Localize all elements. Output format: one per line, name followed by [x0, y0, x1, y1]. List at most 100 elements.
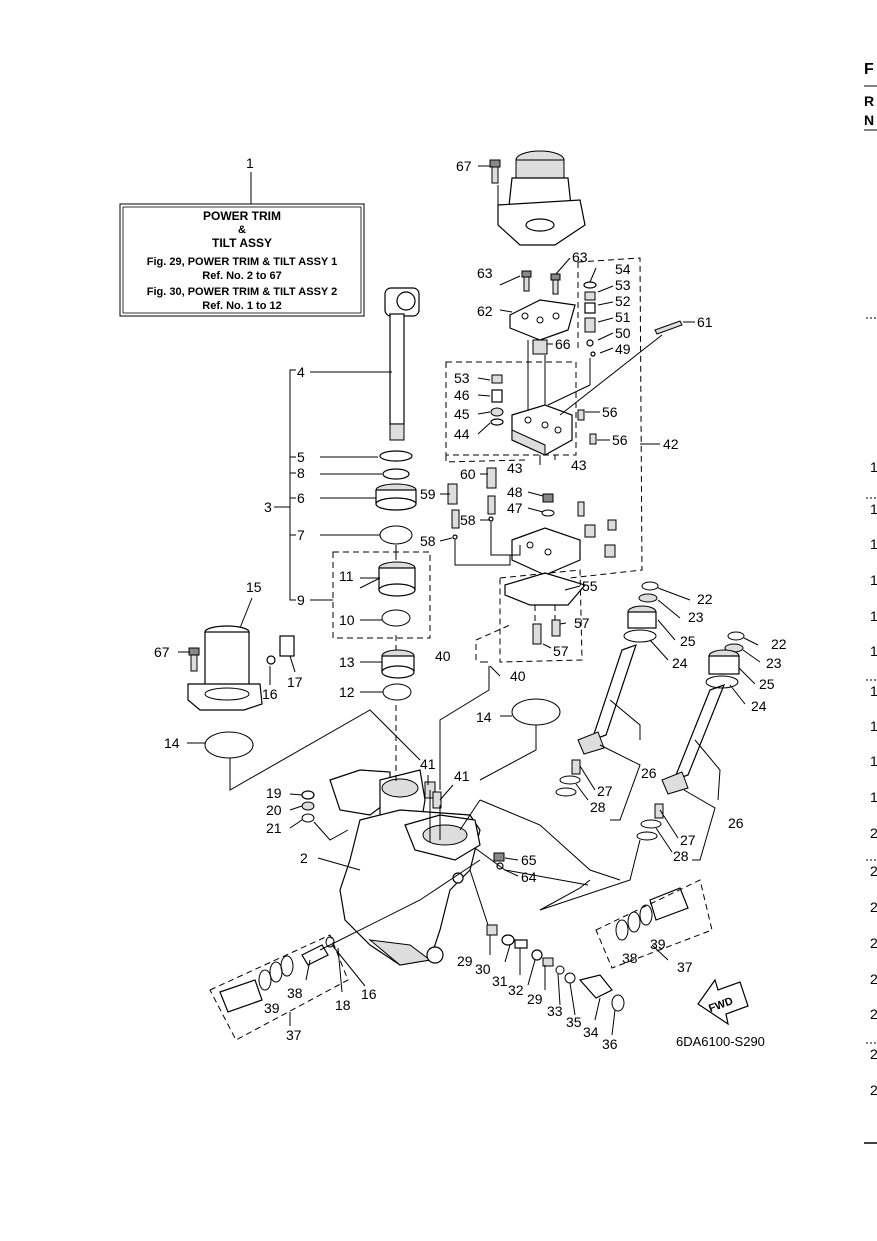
callout-line-6: Fig. 30, POWER TRIM & TILT ASSY 2	[147, 286, 337, 298]
right-edge-fragments: F R N 1 1 1 1 1 1 1 1 1 1 2 2 2 2 2 2 2 …	[864, 61, 877, 1144]
ref-label-54: 54	[615, 261, 631, 277]
ref-label-25: 25	[680, 633, 696, 649]
leader-lines	[178, 165, 761, 1041]
edge-number: 1	[870, 789, 877, 805]
rings-5-8-6-7	[375, 450, 417, 545]
ref-label-23: 23	[688, 609, 704, 625]
ref-label-47: 47	[507, 500, 523, 516]
edge-number: 1	[870, 536, 877, 552]
callout-line-7: Ref. No. 1 to 12	[202, 300, 281, 312]
callout-line-3: TILT ASSY	[212, 236, 272, 250]
ref-label-4: 4	[297, 364, 305, 380]
cylinder-caps-22-25	[623, 581, 745, 689]
ref-label-41: 41	[420, 756, 436, 772]
ref-label-7: 7	[297, 527, 305, 543]
ref-label-38: 38	[622, 950, 638, 966]
edge-number: 1	[870, 608, 877, 624]
edge-number: 1	[870, 459, 877, 475]
ref-label-18: 18	[335, 997, 351, 1013]
ref-label-33: 33	[547, 1003, 563, 1019]
manifold-55	[504, 501, 617, 645]
ref-label-53: 53	[615, 277, 631, 293]
ref-label-44: 44	[454, 426, 470, 442]
ref-label-34: 34	[583, 1024, 599, 1040]
seal-kit-37-left	[219, 936, 335, 1013]
o-rings-14	[204, 698, 561, 759]
ref-label-58: 58	[420, 533, 436, 549]
ref-label-39: 39	[264, 1000, 280, 1016]
ref-label-35: 35	[566, 1014, 582, 1030]
trim-motor	[497, 150, 586, 246]
ref-label-56: 56	[602, 404, 618, 420]
ref-label-15: 15	[246, 579, 262, 595]
ref-label-40: 40	[435, 648, 451, 664]
ref-label-3: 3	[264, 499, 272, 515]
edge-number: 1	[870, 501, 877, 517]
ref-label-28: 28	[673, 848, 689, 864]
ref-label-63: 63	[477, 265, 493, 281]
ref-label-56: 56	[612, 432, 628, 448]
group-outlines	[332, 257, 643, 663]
ref-label-26: 26	[728, 815, 744, 831]
callout-line-1: POWER TRIM	[203, 209, 281, 223]
ref-label-5: 5	[297, 449, 305, 465]
ref-label-38: 38	[287, 985, 303, 1001]
ref-label-8: 8	[297, 465, 305, 481]
edge-number: 1	[870, 683, 877, 699]
ref-label-10: 10	[339, 612, 355, 628]
main-housing-2	[329, 769, 481, 966]
edge-number: 1	[870, 718, 877, 734]
ref-label-63: 63	[572, 249, 588, 265]
tilt-rod-4	[384, 287, 420, 441]
edge-number: 2	[870, 863, 877, 879]
ref-label-31: 31	[492, 973, 508, 989]
ref-label-28: 28	[590, 799, 606, 815]
ref-label-45: 45	[454, 406, 470, 422]
ref-label-26: 26	[641, 765, 657, 781]
forward-arrow: FWD	[697, 978, 749, 1026]
ref-label-23: 23	[766, 655, 782, 671]
ref-label-53: 53	[454, 370, 470, 386]
ref-label-27: 27	[597, 783, 613, 799]
ref-label-51: 51	[615, 309, 631, 325]
edge-fragment: R	[864, 93, 874, 109]
reservoir-15	[187, 625, 295, 711]
ref-label-43: 43	[571, 457, 587, 473]
edge-number: 2	[870, 1082, 877, 1098]
plate-62	[509, 299, 576, 355]
valve-body-42	[511, 404, 597, 456]
ref-label-6: 6	[297, 490, 305, 506]
ref-label-32: 32	[508, 982, 524, 998]
ref-label-49: 49	[615, 341, 631, 357]
callout-line-2: &	[238, 224, 246, 236]
ref-label-9: 9	[297, 592, 305, 608]
ref-label-16: 16	[262, 686, 278, 702]
small-parts-29-36	[486, 852, 625, 1012]
edge-number: 1	[870, 572, 877, 588]
trim-cylinder-left	[555, 644, 637, 797]
ref-label-11: 11	[339, 568, 354, 584]
ref-label-24: 24	[672, 655, 688, 671]
diagram-code: 6DA6100-S290	[676, 1034, 765, 1049]
ref-label-37: 37	[286, 1027, 302, 1043]
edge-number: 2	[870, 1006, 877, 1022]
ref-label-48: 48	[507, 484, 523, 500]
piston-9	[359, 561, 416, 627]
ref-label-39: 39	[650, 936, 666, 952]
ref-label-61: 61	[697, 314, 713, 330]
ref-label-24: 24	[751, 698, 767, 714]
small-parts-54-49	[583, 281, 597, 357]
bolt-67-top	[489, 159, 501, 184]
parts-13-12	[381, 649, 415, 701]
ref-label-50: 50	[615, 325, 631, 341]
ref-label-40: 40	[510, 668, 526, 684]
pin-61	[654, 320, 683, 335]
ref-label-29: 29	[457, 953, 473, 969]
ref-label-13: 13	[339, 654, 355, 670]
ref-label-67: 67	[456, 158, 472, 174]
ref-label-20: 20	[266, 802, 282, 818]
small-parts-53-44	[490, 374, 504, 426]
ref-label-59: 59	[420, 486, 436, 502]
seal-kit-37-right	[615, 887, 689, 941]
